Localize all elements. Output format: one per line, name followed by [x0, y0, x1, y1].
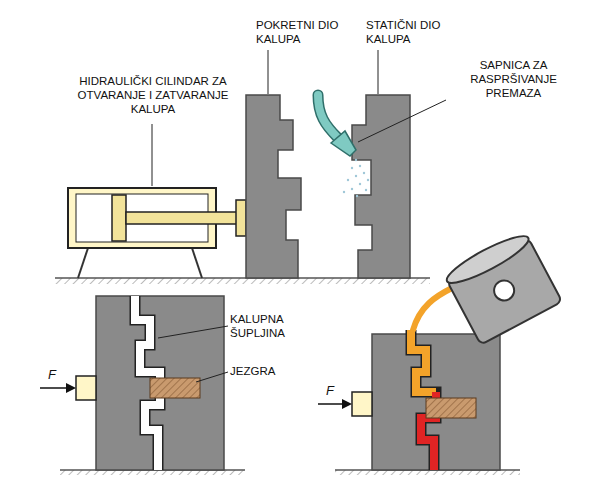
part-label: POKRETNI DIO KALUPA	[256, 18, 348, 46]
force-symbol: F	[326, 384, 346, 398]
force-symbol: F	[48, 368, 68, 382]
part-label: HIDRAULIČKI CILINDAR ZA OTVARANJE I ZATV…	[68, 74, 238, 116]
part-label: KALUPNA ŠUPLJINA	[230, 312, 330, 340]
part-label: JEZGRA	[230, 364, 330, 378]
part-label: SAPNICA ZA RASPRŠIVANJE PREMAZA	[446, 58, 581, 100]
part-label: STATIČNI DIO KALUPA	[366, 18, 458, 46]
